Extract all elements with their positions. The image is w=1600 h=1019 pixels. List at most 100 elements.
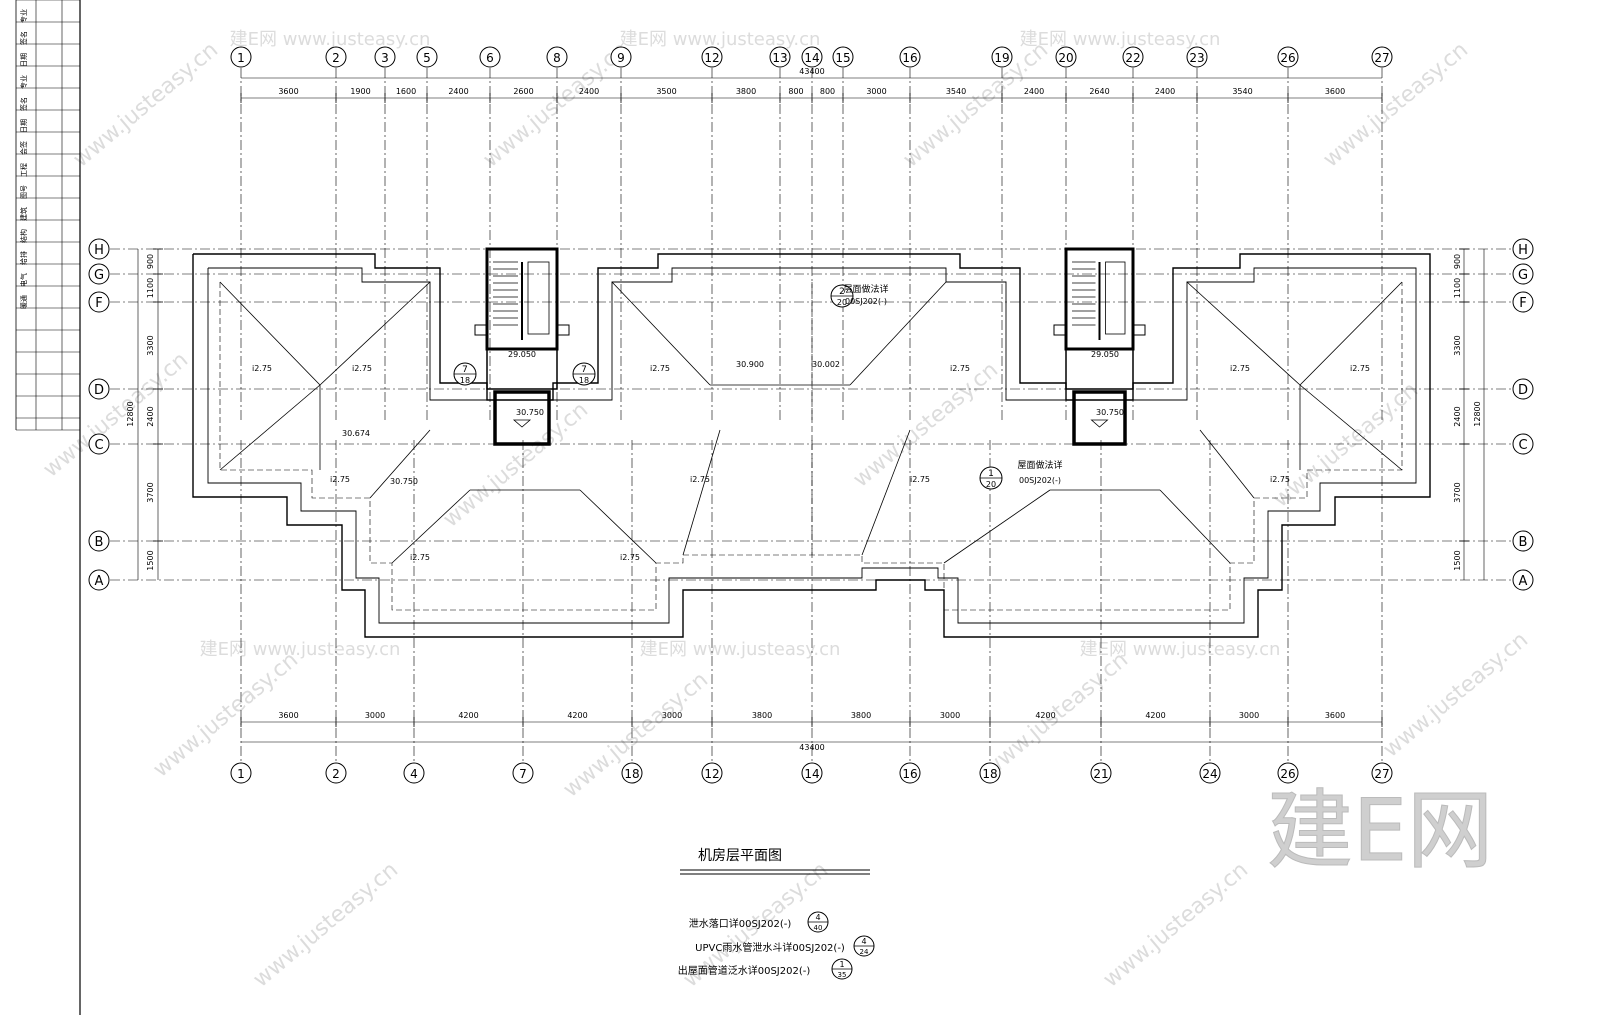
- dim-text-left: 1500: [146, 550, 155, 570]
- door-leaf: [1053, 324, 1067, 336]
- dim-text-left: 1100: [146, 278, 155, 298]
- roof-hip-line: [1199, 429, 1255, 499]
- elevation-label: 29.050: [508, 350, 536, 359]
- grid-label-top: 1: [237, 51, 245, 65]
- roof-outline: [192, 253, 1431, 638]
- roof-hip-line: [611, 281, 711, 386]
- titleblock-cell: 签名: [19, 31, 28, 45]
- grid-bubble-bottom: [899, 762, 921, 784]
- elevation-marker: [512, 419, 532, 428]
- titleblock-cell: 结构: [19, 229, 28, 243]
- elevation-label: 30.674: [342, 429, 370, 438]
- grid-label-top: 3: [381, 51, 389, 65]
- slope-label: i2.75: [1230, 364, 1250, 373]
- grid-bubble-top: [479, 46, 501, 68]
- drawing-title: 机房层平面图: [698, 848, 782, 864]
- grid-label-bottom: 16: [902, 767, 917, 781]
- callout-number: 2: [839, 287, 845, 297]
- dim-text-top: 3600: [278, 87, 298, 96]
- dim-text-bottom: 4200: [567, 711, 587, 720]
- slope-label: i2.75: [1350, 364, 1370, 373]
- grid-label-left: C: [94, 438, 103, 453]
- grid-label-top: 16: [902, 51, 917, 65]
- grid-label-bottom: 7: [519, 767, 527, 781]
- watermark-site: www.justeasy.cn: [1269, 377, 1423, 512]
- slope-label: i2.75: [910, 475, 930, 484]
- roof-hip-line: [861, 429, 911, 556]
- roof-inner-edge: [219, 282, 1403, 611]
- dim-text-bottom: 3000: [1239, 711, 1259, 720]
- grid-label-left: G: [94, 268, 104, 283]
- door-leaf: [556, 324, 570, 336]
- watermark-brand: 建E网 www.justeasy.cn: [1080, 639, 1281, 660]
- dim-text-top: 3600: [1325, 87, 1345, 96]
- note-text: UPVC雨水管泄水斗详00SJ202(-): [695, 941, 845, 954]
- grid-bubble-left: [88, 238, 110, 260]
- grid-label-top: 8: [553, 51, 561, 65]
- elevation-label: 30.750: [516, 408, 544, 417]
- dim-total-bottom: 43400: [799, 743, 824, 752]
- dim-text-bottom: 3800: [851, 711, 871, 720]
- grid-bubble-top: [230, 46, 252, 68]
- callout-sheet: 20: [837, 298, 847, 307]
- grid-bubble-left: [88, 291, 110, 313]
- grid-label-top: 23: [1189, 51, 1204, 65]
- titleblock-cell: 签名: [19, 97, 28, 111]
- grid-bubble-bottom: [325, 762, 347, 784]
- grid-label-top: 27: [1374, 51, 1389, 65]
- grid-bubble-top: [546, 46, 568, 68]
- grid-bubble-bottom: [621, 762, 643, 784]
- grid-bubble-bottom: [403, 762, 425, 784]
- grid-label-bottom: 27: [1374, 767, 1389, 781]
- dim-text-right: 900: [1453, 254, 1462, 269]
- grid-label-left: B: [95, 535, 104, 550]
- grid-bubble-bottom: [979, 762, 1001, 784]
- roof-hip-line: [1186, 281, 1301, 386]
- watermark-site: www.justeasy.cn: [979, 647, 1133, 782]
- grid-label-bottom: 12: [704, 767, 719, 781]
- watermark-brand: 建E网 www.justeasy.cn: [640, 639, 841, 660]
- slope-label: i2.75: [252, 364, 272, 373]
- grid-bubble-top: [769, 46, 791, 68]
- grid-label-top: 19: [994, 51, 1009, 65]
- titleblock-cell: 日期: [20, 53, 28, 67]
- grid-bubble-top: [1277, 46, 1299, 68]
- grid-bubble-bottom: [1371, 762, 1393, 784]
- watermark-logo: 建E网: [1267, 781, 1493, 881]
- grid-bubble-bottom: [512, 762, 534, 784]
- callout-sheet: 18: [460, 376, 470, 385]
- elevation-label: 30.002: [812, 360, 840, 369]
- elevation-label: 30.750: [390, 477, 418, 486]
- titleblock-cell: 暖通: [19, 295, 28, 309]
- dim-text-top: 3540: [1232, 87, 1252, 96]
- dim-total-right: 12800: [1473, 401, 1482, 426]
- dim-text-left: 3700: [146, 482, 155, 502]
- grid-label-right: F: [1519, 296, 1526, 311]
- grid-label-bottom: 18: [982, 767, 997, 781]
- dim-text-top: 800: [820, 87, 835, 96]
- grid-label-right: C: [1518, 438, 1527, 453]
- titleblock-cell: 电气: [19, 273, 28, 287]
- elevator-machine-room: [493, 390, 551, 446]
- watermark-site: www.justeasy.cn: [1099, 857, 1253, 992]
- stair-landing: [486, 348, 558, 390]
- dim-text-top: 1900: [350, 87, 370, 96]
- grid-bubble-top: [801, 46, 823, 68]
- dim-text-left: 2400: [146, 406, 155, 426]
- roof-hip-line: [219, 281, 321, 386]
- grid-bubble-bottom: [701, 762, 723, 784]
- watermark-site: www.justeasy.cn: [1319, 37, 1473, 172]
- grid-bubble-top: [701, 46, 723, 68]
- dim-text-top: 2400: [1024, 87, 1044, 96]
- stair-flight: [1105, 261, 1126, 335]
- grid-label-top: 6: [486, 51, 494, 65]
- roof-hip-line: [1299, 281, 1403, 386]
- grid-label-bottom: 1: [237, 767, 245, 781]
- dim-text-bottom: 3000: [662, 711, 682, 720]
- notes-legend: 机房层平面图泄水落口详00SJ202(-)440UPVC雨水管泄水斗详00SJ2…: [678, 848, 875, 980]
- watermark-site: www.justeasy.cn: [849, 357, 1003, 492]
- grid-label-bottom: 18: [624, 767, 639, 781]
- grid-bubble-right: [1512, 569, 1534, 591]
- titleblock-cell: 图号: [20, 185, 28, 199]
- stair-landing: [1065, 348, 1134, 390]
